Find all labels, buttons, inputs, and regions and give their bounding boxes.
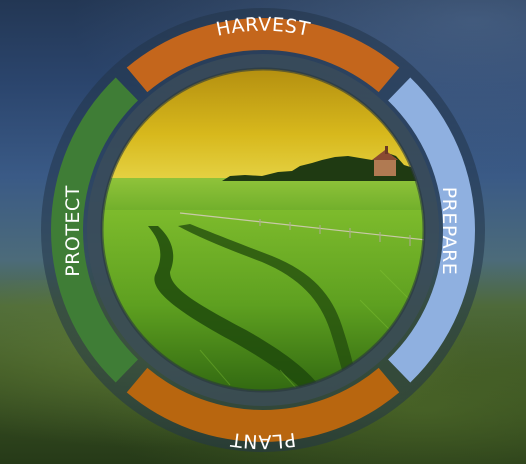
protect-label: PROTECT <box>62 185 84 277</box>
tractor-track-left <box>148 226 328 391</box>
photo-border <box>100 67 426 393</box>
fence-posts <box>259 219 411 246</box>
farmhouse-roof <box>372 150 398 160</box>
prepare-label: PREPARE <box>438 187 460 276</box>
plant-label: PLANT <box>229 428 297 453</box>
chimney <box>385 146 388 154</box>
segment-harvest[interactable] <box>126 18 400 93</box>
segment-prepare[interactable] <box>388 77 475 383</box>
tractor-track-right <box>178 224 362 391</box>
segment-plant[interactable] <box>126 367 400 443</box>
segment-protect[interactable] <box>50 77 138 383</box>
fence <box>179 212 424 241</box>
farmhouse <box>374 158 396 176</box>
